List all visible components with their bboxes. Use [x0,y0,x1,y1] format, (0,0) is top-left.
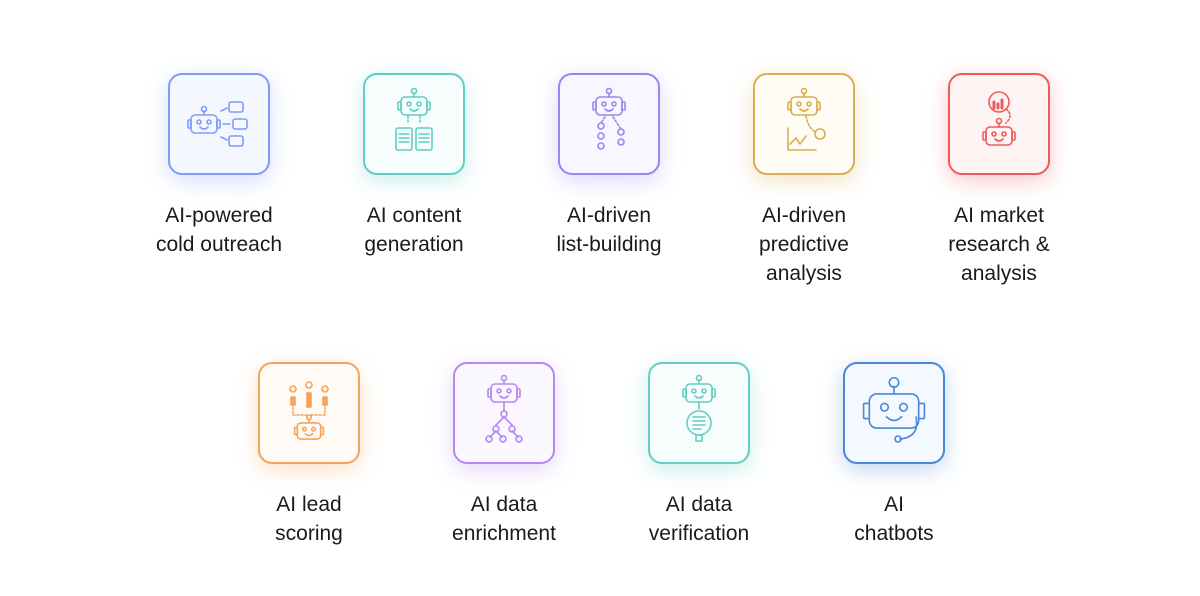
feature-label: AI lead scoring [275,493,343,545]
feature-card [648,362,750,464]
feature-card [453,362,555,464]
robot-documents-icon [395,87,433,151]
robot-chart-icon [787,87,826,151]
feature-item: AI-driven list-building [509,73,709,259]
feature-card [753,73,855,175]
feature-label: AI-driven predictive analysis [759,204,849,285]
feature-item: AI content generation [314,73,514,259]
feature-item: AI lead scoring [209,362,409,548]
feature-card [363,73,465,175]
feature-card [843,362,945,464]
feature-card [168,73,270,175]
robot-network-icon [485,374,523,443]
feature-label: AI chatbots [854,493,934,545]
feature-label: AI-driven list-building [556,204,662,256]
feature-item: AI market research & analysis [899,73,1099,288]
robot-list-icon [592,87,626,150]
feature-card [558,73,660,175]
robot-magnifier-icon [982,91,1016,146]
robot-emails-icon [187,101,248,147]
feature-label: AI market research & analysis [948,204,1050,285]
feature-item: AI data enrichment [404,362,604,548]
feature-label: AI-powered cold outreach [155,204,283,256]
feature-label: AI data enrichment [452,493,556,545]
robot-verify-icon [682,374,716,442]
feature-card [948,73,1050,175]
feature-label: AI data verification [648,493,750,545]
feature-item: AI-driven predictive analysis [704,73,904,288]
robot-scoring-icon [289,381,329,440]
feature-item: AI data verification [599,362,799,548]
feature-label: AI content generation [364,204,464,256]
feature-item: AI-powered cold outreach [119,73,319,259]
robot-chatbot-icon [862,376,926,443]
feature-item: AI chatbots [794,362,994,548]
feature-card [258,362,360,464]
